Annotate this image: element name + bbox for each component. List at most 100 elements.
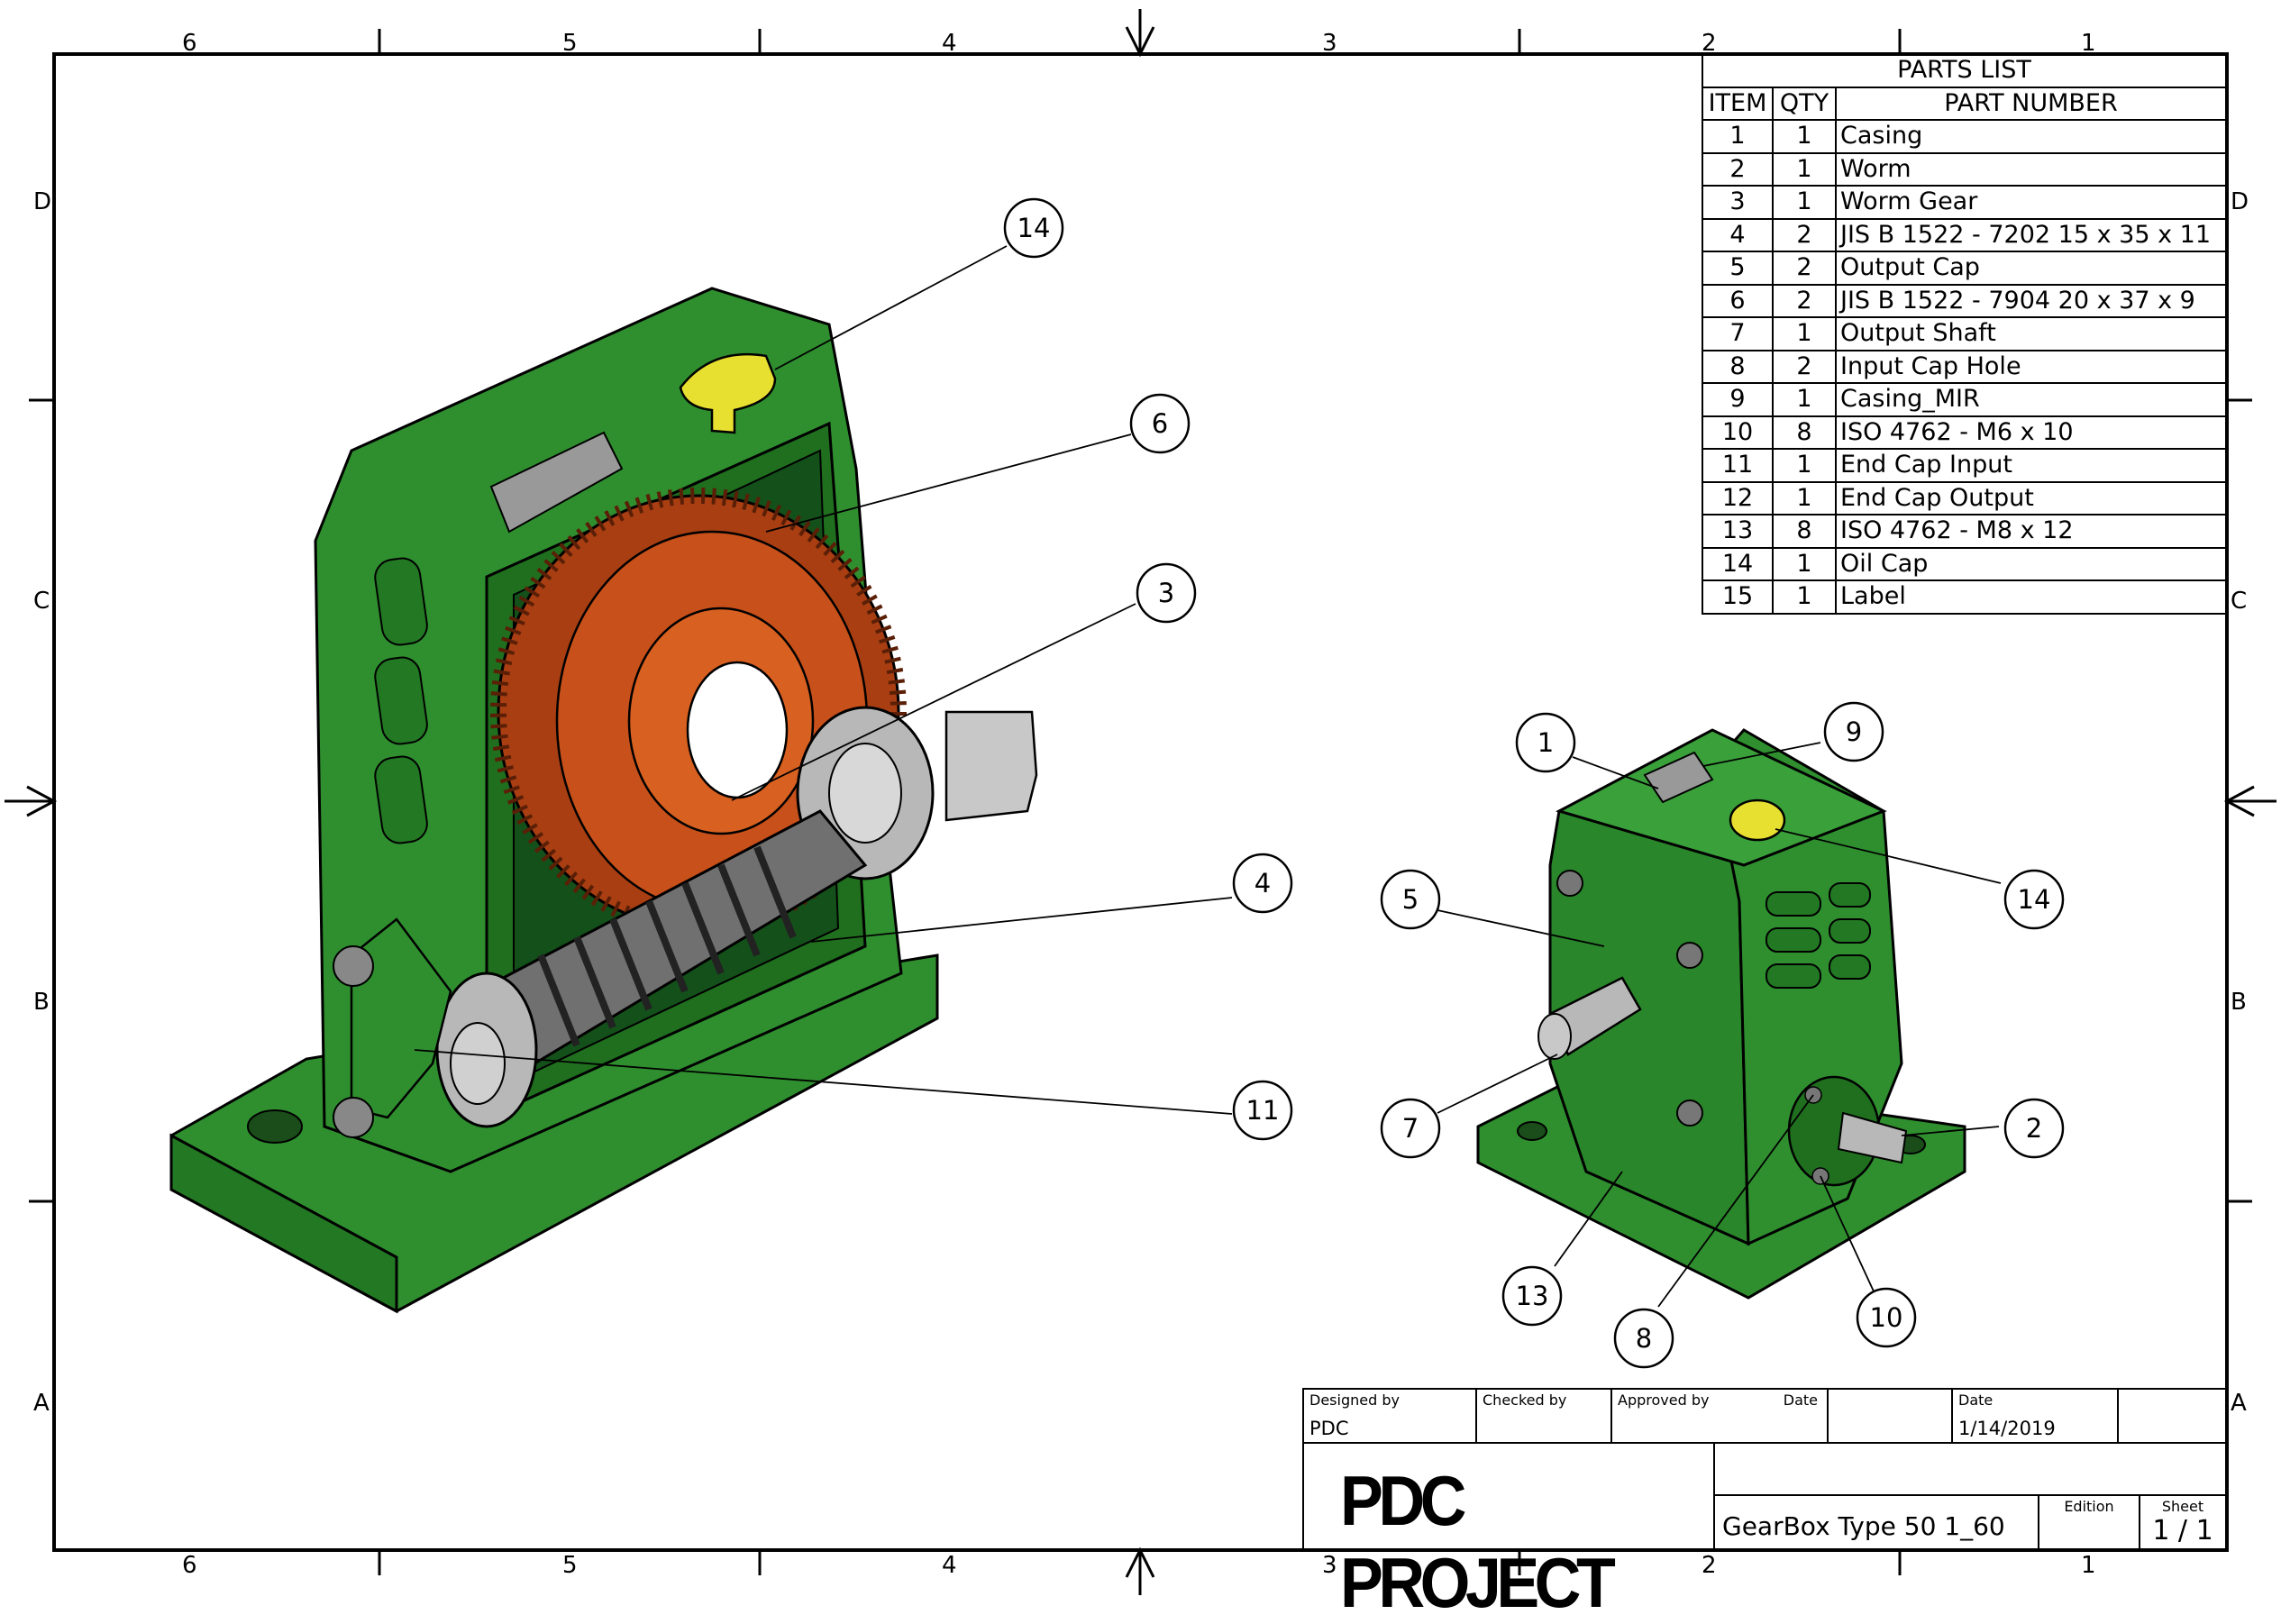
- col-label: 1: [2081, 30, 2096, 57]
- gearbox-section-view: [169, 287, 1038, 1314]
- balloon: 3: [1136, 562, 1197, 624]
- parts-qty-cell: 2: [1772, 283, 1837, 318]
- checked-by-label: Checked by: [1483, 1391, 1567, 1409]
- approved-by-cell: Approved by Date: [1610, 1388, 1829, 1444]
- column-labels-bottom: 6 5 4 3 2 1: [182, 1552, 2096, 1579]
- row-label: B: [33, 989, 50, 1016]
- parts-name-cell: Oil Cap: [1835, 546, 2227, 581]
- parts-item-cell: 5: [1702, 251, 1774, 286]
- column-labels-top: 6 5 4 3 2 1: [182, 30, 2096, 57]
- header-item: ITEM: [1702, 86, 1774, 121]
- parts-item-cell: 12: [1702, 480, 1774, 515]
- svg-text:3: 3: [1158, 578, 1174, 608]
- svg-text:7: 7: [1402, 1113, 1419, 1144]
- title-block: Designed by PDC Checked by Approved by D…: [1302, 1388, 2227, 1622]
- parts-name-cell: Worm: [1835, 151, 2227, 187]
- col-label: 5: [562, 1552, 578, 1579]
- parts-qty-cell: 2: [1772, 349, 1837, 384]
- parts-qty-cell: 1: [1772, 448, 1837, 483]
- balloon: 6: [1129, 393, 1191, 454]
- row-labels-left: D C B A: [33, 188, 51, 1417]
- row-label: B: [2231, 989, 2247, 1016]
- row-label: A: [33, 1390, 50, 1417]
- row-labels-right: D C B A: [2231, 188, 2249, 1417]
- parts-name-cell: Casing_MIR: [1835, 382, 2227, 417]
- svg-text:1: 1: [1537, 727, 1554, 758]
- col-label: 3: [1322, 30, 1337, 57]
- col-label: 6: [182, 1552, 197, 1579]
- date-value: 1/14/2019: [1958, 1418, 2056, 1439]
- parts-item-cell: 4: [1702, 217, 1774, 252]
- iso-oil-cap: [1729, 798, 1786, 842]
- row-label: C: [2231, 588, 2247, 615]
- worm-gear: [490, 488, 907, 936]
- parts-name-cell: Input Cap Hole: [1835, 349, 2227, 384]
- balloon: 13: [1501, 1265, 1563, 1327]
- sheet-label: Sheet: [2161, 1498, 2204, 1515]
- balloon: 4: [1232, 853, 1293, 914]
- parts-item-cell: 14: [1702, 546, 1774, 581]
- date-label: Date: [1958, 1391, 1994, 1409]
- svg-text:14: 14: [2018, 884, 2051, 915]
- output-shaft: [944, 710, 1038, 822]
- row-label: C: [33, 588, 50, 615]
- centering-marks: [5, 9, 2276, 1595]
- parts-item-cell: 2: [1702, 151, 1774, 187]
- approval-date-cell: [1827, 1388, 1953, 1444]
- parts-item-cell: 3: [1702, 185, 1774, 220]
- parts-name-cell: Casing: [1835, 119, 2227, 154]
- col-label: 2: [1702, 1552, 1717, 1579]
- blank-cell-2: [1713, 1442, 2227, 1496]
- svg-text:4: 4: [1255, 868, 1271, 899]
- edition-cell: Edition: [2038, 1494, 2140, 1550]
- balloon: 14: [2003, 869, 2065, 930]
- parts-qty-cell: 1: [1772, 546, 1837, 581]
- date-cell: Date 1/14/2019: [1951, 1388, 2119, 1444]
- parts-item-cell: 7: [1702, 316, 1774, 351]
- parts-item-cell: 13: [1702, 514, 1774, 549]
- parts-name-cell: Output Cap: [1835, 251, 2227, 286]
- col-label: 5: [562, 30, 578, 57]
- worm: [476, 809, 868, 1084]
- zone-ticks: [29, 29, 2252, 1575]
- drawing-title-cell: GearBox Type 50 1_60: [1713, 1494, 2039, 1550]
- parts-item-cell: 6: [1702, 283, 1774, 318]
- parts-list-title: PARTS LIST: [1702, 53, 2227, 88]
- parts-qty-cell: 2: [1772, 251, 1837, 286]
- parts-item-cell: 11: [1702, 448, 1774, 483]
- parts-qty-cell: 1: [1772, 480, 1837, 515]
- header-part-number: PART NUMBER: [1835, 86, 2227, 121]
- balloon: 8: [1613, 1308, 1674, 1369]
- gearbox-iso-view: [1476, 728, 1966, 1300]
- iso-worm-shaft: [1837, 1111, 1908, 1164]
- leader-lines: [414, 245, 2002, 1308]
- parts-item-cell: 10: [1702, 415, 1774, 450]
- balloon: 2: [2003, 1098, 2065, 1159]
- approval-date-label: Date: [1783, 1391, 1818, 1409]
- parts-qty-cell: 2: [1772, 217, 1837, 252]
- svg-text:9: 9: [1846, 716, 1862, 747]
- parts-item-cell: 9: [1702, 382, 1774, 417]
- parts-name-cell: Output Shaft: [1835, 316, 2227, 351]
- blank-cell: [2117, 1388, 2227, 1444]
- parts-name-cell: ISO 4762 - M6 x 10: [1835, 415, 2227, 450]
- svg-text:10: 10: [1870, 1302, 1903, 1333]
- sheet-value: 1 / 1: [2152, 1515, 2213, 1546]
- balloon: 14: [1003, 197, 1064, 259]
- row-label: D: [33, 188, 51, 215]
- parts-name-cell: End Cap Output: [1835, 480, 2227, 515]
- parts-qty-cell: 1: [1772, 119, 1837, 154]
- parts-item-cell: 8: [1702, 349, 1774, 384]
- approved-by-label: Approved by: [1618, 1391, 1710, 1409]
